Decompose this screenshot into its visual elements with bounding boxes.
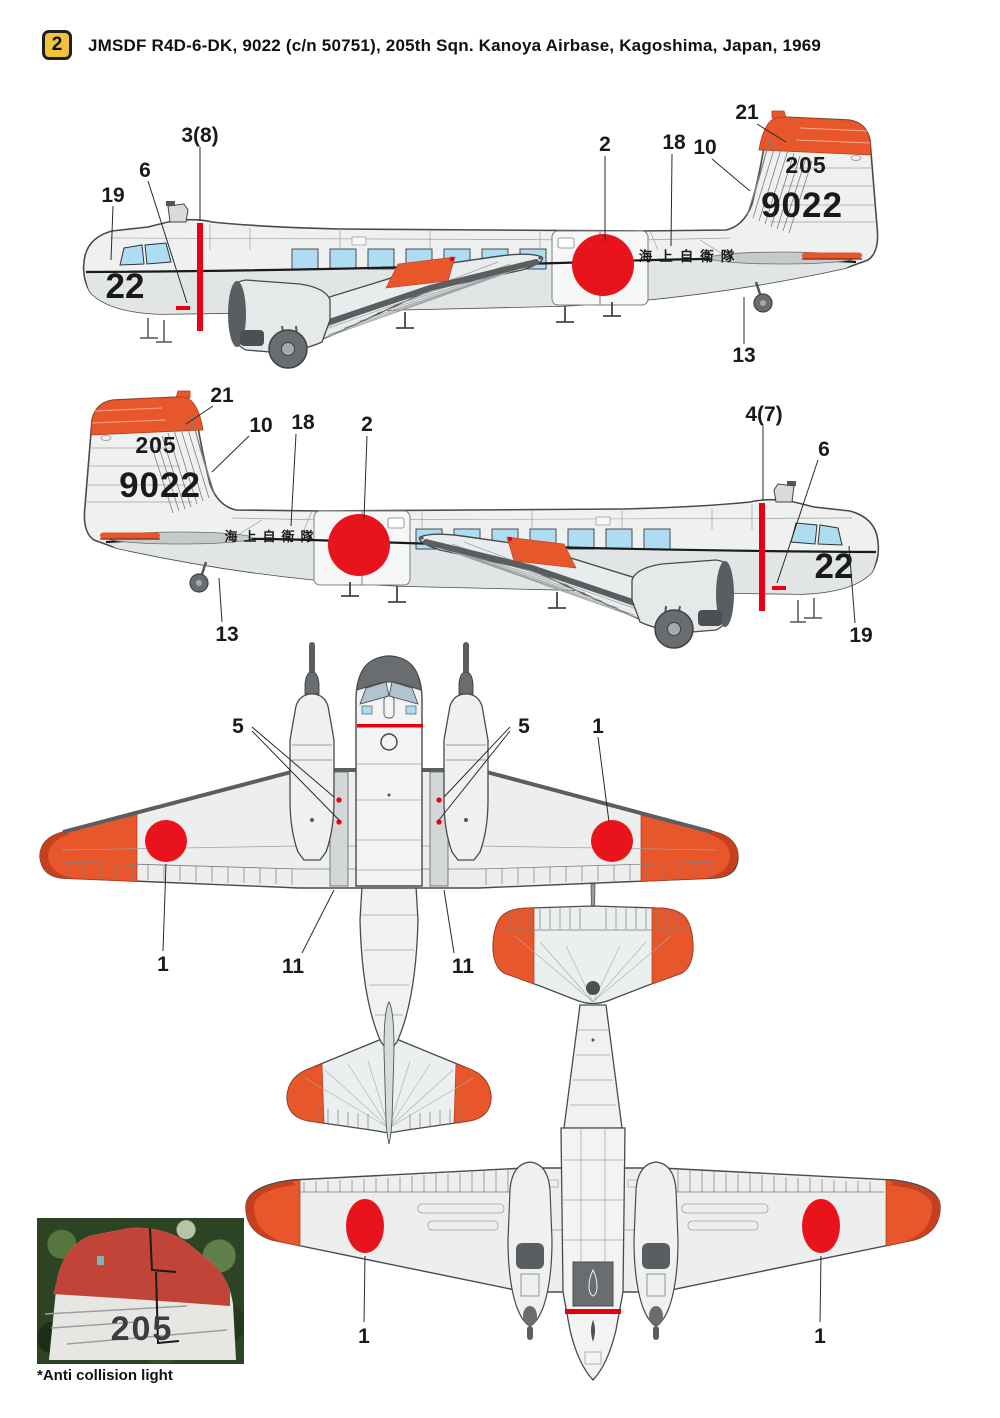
hinomaru-roundel xyxy=(802,1199,840,1253)
callout-10: 10 xyxy=(249,414,272,437)
red-nose-stripe xyxy=(565,1309,621,1314)
nose-cap-dark xyxy=(356,655,422,691)
callout-11-left: 11 xyxy=(282,955,305,978)
red-dot-marking xyxy=(436,819,442,825)
fuselage-titles: 海上自衛隊 xyxy=(639,248,742,265)
tailplane-tip-orange xyxy=(651,907,694,985)
light-location-marker xyxy=(149,1227,180,1345)
forward-fuselage-bottom xyxy=(560,1127,626,1381)
tail-serial: 9022 xyxy=(119,466,201,505)
view-side-starboard: 22 205 9022 海上自衛隊 19 6 3(8) 2 18 10 21 1… xyxy=(84,101,878,368)
red-dot-marking xyxy=(336,819,342,825)
nacelle-bottom-right xyxy=(633,1161,679,1340)
tail-code: 205 xyxy=(785,152,826,178)
tailplane-tip-orange xyxy=(492,907,535,985)
callout-1-left: 1 xyxy=(358,1325,370,1348)
callout-13: 13 xyxy=(215,623,238,646)
tailplane-tip-orange xyxy=(286,1063,325,1124)
tail-code: 205 xyxy=(135,432,176,458)
rear-fuselage-top xyxy=(359,885,419,1145)
callout-21: 21 xyxy=(735,101,759,124)
callout-2: 2 xyxy=(361,413,373,436)
callout-leader-lines xyxy=(363,1255,822,1323)
callout-1-right: 1 xyxy=(592,715,604,738)
nacelle-top-left xyxy=(289,642,335,861)
astrodome xyxy=(380,733,398,751)
callout-6: 6 xyxy=(139,159,151,182)
callout-18: 18 xyxy=(662,131,686,154)
callout-18: 18 xyxy=(291,411,315,434)
nacelle-bottom-left xyxy=(507,1161,553,1340)
scheme-number-badge: 2 xyxy=(42,30,72,60)
hinomaru-roundel xyxy=(145,820,187,862)
photo-tail-number: 205 xyxy=(111,1310,174,1348)
page-title: JMSDF R4D-6-DK, 9022 (c/n 50751), 205th … xyxy=(88,36,822,55)
nose-number: 22 xyxy=(106,267,145,306)
callout-3-8: 3(8) xyxy=(181,124,218,147)
callout-leader-lines xyxy=(185,405,856,624)
callout-5-left: 5 xyxy=(232,715,244,738)
callout-leader-lines xyxy=(162,726,610,954)
nacelle-top-right xyxy=(443,642,489,861)
callout-11-right: 11 xyxy=(452,955,475,978)
callout-2: 2 xyxy=(599,133,611,156)
windshield-top xyxy=(388,681,419,705)
tailplane-tip-orange xyxy=(453,1063,492,1124)
photo-caption: *Anti collision light xyxy=(37,1367,173,1384)
view-bottom: 1 1 xyxy=(245,883,941,1381)
red-dot-marking xyxy=(436,797,442,803)
callout-10: 10 xyxy=(693,136,716,159)
callout-6: 6 xyxy=(818,438,830,461)
tail-serial: 9022 xyxy=(761,186,843,225)
callout-21: 21 xyxy=(210,384,234,407)
windshield-top xyxy=(359,681,390,705)
fin-top-view xyxy=(383,1001,395,1145)
callout-4-7: 4(7) xyxy=(745,403,782,426)
red-dot-marking xyxy=(336,797,342,803)
fuselage-titles: 海上自衛隊 xyxy=(224,529,319,545)
fuselage-top xyxy=(355,655,423,887)
hinomaru-roundel xyxy=(346,1199,384,1253)
rear-fuselage-bottom xyxy=(563,1004,623,1129)
equipment-panel-dark xyxy=(572,1261,614,1307)
view-top: 5 5 1 1 11 11 xyxy=(39,642,739,1145)
callout-19: 19 xyxy=(849,624,872,647)
photo-fin-red-top xyxy=(53,1227,230,1306)
callout-1-right: 1 xyxy=(814,1325,826,1348)
reference-photo: 205 xyxy=(37,1218,244,1364)
callout-13: 13 xyxy=(732,344,755,367)
nose-number: 22 xyxy=(815,547,854,586)
hinomaru-roundel xyxy=(591,820,633,862)
anti-collision-light xyxy=(97,1256,104,1265)
tail-wheel-bottom xyxy=(586,981,600,995)
photo-tail-fin: 205 xyxy=(44,1227,236,1360)
callout-5-right: 5 xyxy=(518,715,530,738)
callout-1-left: 1 xyxy=(157,953,169,976)
view-side-port: 22 205 9022 海上自衛隊 21 10 18 2 4(7) 6 13 1… xyxy=(84,384,878,648)
callout-19: 19 xyxy=(101,184,124,207)
red-fuselage-band xyxy=(357,724,423,728)
callout-leader-lines xyxy=(110,123,787,344)
tailplane-bottom xyxy=(492,905,694,1005)
